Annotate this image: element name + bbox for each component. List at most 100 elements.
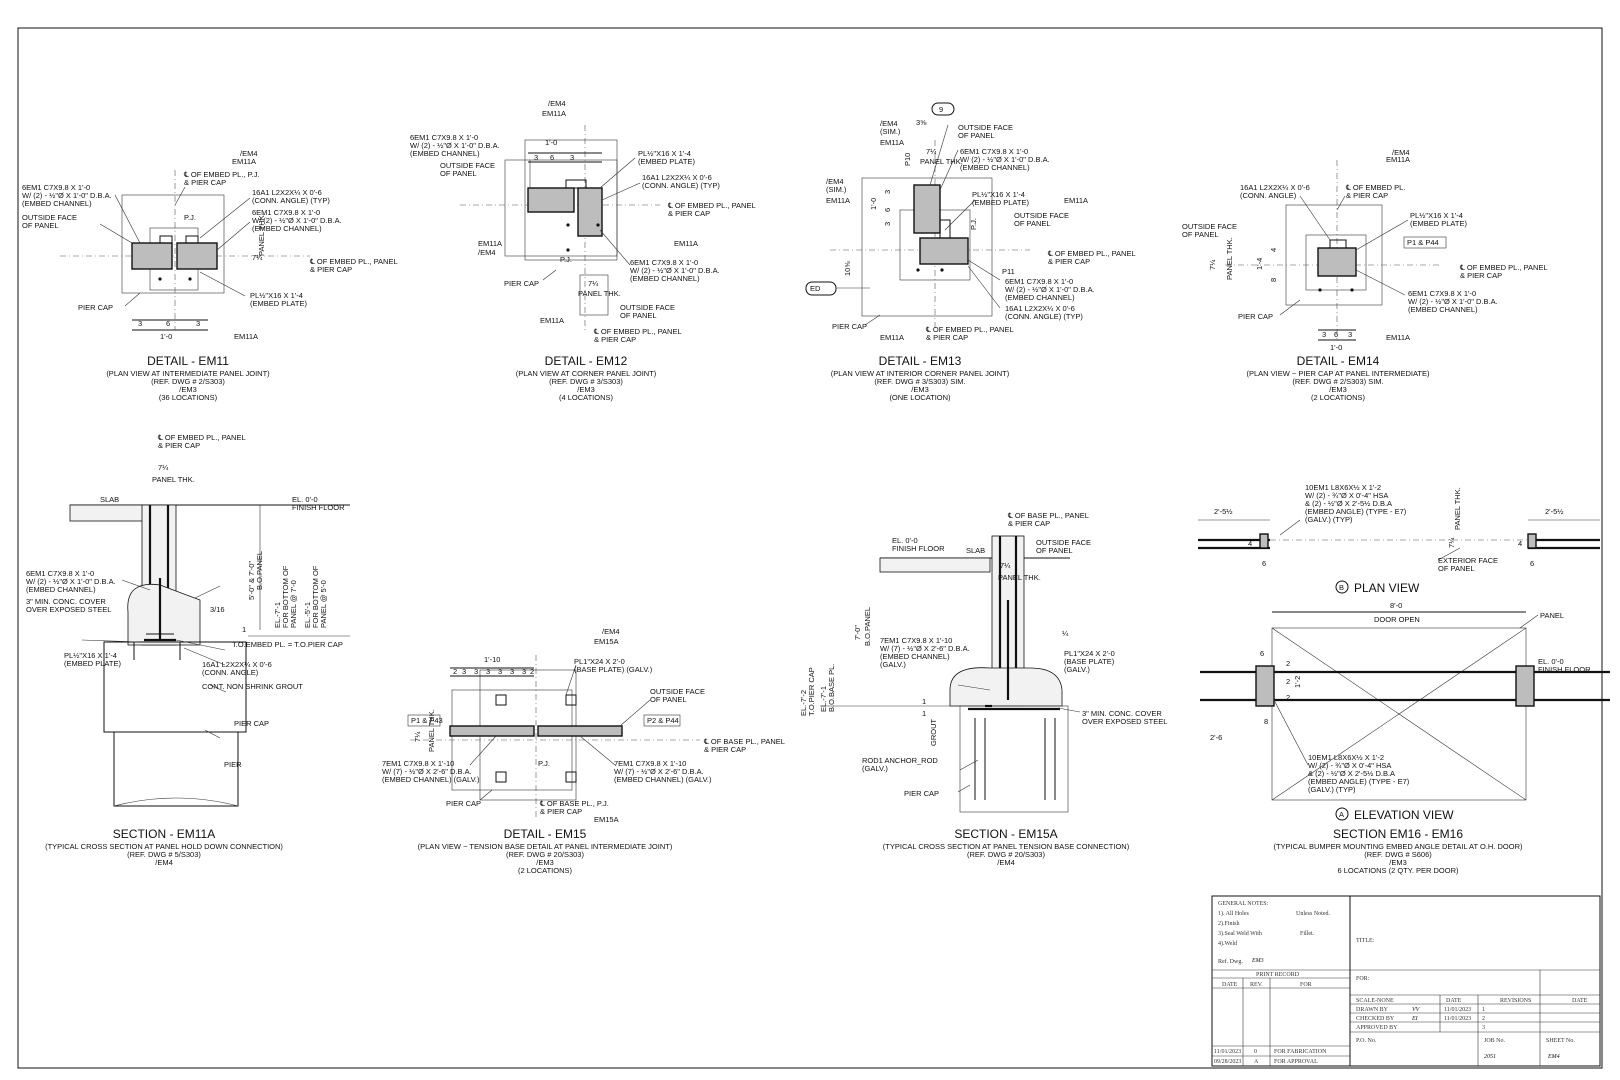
em11a-note: W/ (2) - ½"Ø X 1'-0" D.B.A. xyxy=(26,577,116,586)
em15a-note: W/ (7) - ½"Ø X 2'-6" D.B.A. xyxy=(880,644,970,653)
em12-note: PL½"X16 X 1'-4 xyxy=(638,149,691,158)
em16-subtitle: /EM3 xyxy=(1389,858,1407,867)
em15-note: 2 xyxy=(530,667,534,676)
tb-title-label: TITLE: xyxy=(1356,938,1375,944)
em16-note: 2 xyxy=(1286,677,1290,686)
tb-rev-num: 2 xyxy=(1482,1016,1485,1022)
em11a-note: 5'-0" & 7'-0" xyxy=(247,561,256,600)
em12-note: EM11A xyxy=(478,239,502,248)
em15-note: P2 & P44 xyxy=(647,716,679,725)
em15-note: ℄ OF BASE PL., P.J. xyxy=(539,799,609,808)
tb-row-rev: A xyxy=(1254,1059,1259,1065)
em16-note: 2 xyxy=(1286,693,1290,702)
tb-job-no: 2051 xyxy=(1484,1054,1496,1060)
em13-note: OF PANEL xyxy=(958,131,995,140)
em11a-note: (EMBED CHANNEL) xyxy=(26,585,96,594)
em14-note: W/ (2) - ½"Ø X 1'-0" D.B.A. xyxy=(1408,297,1498,306)
em11-note: 16A1 L2X2X¼ X 0'-6 xyxy=(252,188,322,197)
em15-note: 3 xyxy=(498,667,502,676)
em11a-note: PANEL @ 5'-0 xyxy=(319,580,328,628)
detail-em14-title: DETAIL - EM14 (PLAN VIEW ~ PIER CAP AT P… xyxy=(1246,354,1430,402)
em16-subtitle: (TYPICAL BUMPER MOUNTING EMBED ANGLE DET… xyxy=(1273,842,1523,851)
em15-note: 7EM1 C7X9.8 X 1'-10 xyxy=(614,759,686,768)
em15-note: P.J. xyxy=(538,759,550,768)
em14-note: OF PANEL xyxy=(1182,230,1219,239)
em11a-note: 16A1 L2X2X¼ X 0'-6 xyxy=(202,660,272,669)
em12-note: /EM4 xyxy=(478,248,496,257)
em11-note: 6 xyxy=(166,319,170,328)
em14-note: PL½"X16 X 1'-4 xyxy=(1410,211,1463,220)
em15a-note: B.O.BASE PL. xyxy=(827,664,836,712)
em11a-note: 6EM1 C7X9.8 X 1'-0 xyxy=(26,569,94,578)
em13-subtitle: (REF. DWG # 3/S303) SIM. xyxy=(874,377,965,386)
em11-note: ℄ OF EMBED PL., PANEL xyxy=(309,257,398,266)
em15-note: 2 xyxy=(453,667,457,676)
em14-subtitle: (REF. DWG # 2/S303) SIM. xyxy=(1292,377,1383,386)
em15-note: 1'-10 xyxy=(484,655,500,664)
em15-subtitle: (2 LOCATIONS) xyxy=(518,866,573,875)
tb-row-rev: 0 xyxy=(1254,1049,1257,1055)
em13-note: EM11A xyxy=(880,138,904,147)
detail-em12-title: DETAIL - EM12 (PLAN VIEW AT CORNER PANEL… xyxy=(516,354,657,402)
em11-note: 6EM1 C7X9.8 X 1'-0 xyxy=(252,208,320,217)
em12-subtitle: /EM3 xyxy=(577,385,595,394)
em16-note: 2 xyxy=(1286,659,1290,668)
em13-note: /EM4 xyxy=(880,119,898,128)
em16-note: 10EM1 L8X6X½ X 1'-2 xyxy=(1308,753,1384,762)
em15-note: (EMBED CHANNEL) (GALV.) xyxy=(382,775,480,784)
em15a-note: 7EM1 C7X9.8 X 1'-10 xyxy=(880,636,952,645)
em11a-note: 1 xyxy=(242,625,246,634)
em14-subtitle: (PLAN VIEW ~ PIER CAP AT PANEL INTERMEDI… xyxy=(1246,369,1430,378)
em12-note: OUTSIDE FACE xyxy=(620,303,675,312)
em16-note: DOOR OPEN xyxy=(1374,615,1420,624)
detail-em13: /EM4 (SIM.) EM11A /EM4 (SIM.) EM11A OUTS… xyxy=(805,102,1136,342)
em11a-note: PIER xyxy=(224,760,242,769)
tb-checked-date: 11/01/2023 xyxy=(1444,1016,1471,1022)
em11-note: (EMBED PLATE) xyxy=(250,299,307,308)
detail-em14: 16A1 L2X2X¼ X 0'-6 (CONN. ANGLE) ℄ OF EM… xyxy=(1182,148,1548,352)
em15-note: & PIER CAP xyxy=(540,807,582,816)
tb-date2-label: DATE xyxy=(1572,998,1588,1004)
em16-note: (GALV.) (TYP) xyxy=(1305,515,1353,524)
tb-for-label: FOR: xyxy=(1356,976,1370,982)
tb-note-3: 3).Seal Weld With xyxy=(1218,930,1262,937)
em11-note: W/ (2) - ½"Ø X 1'-0" D.B.A. xyxy=(252,216,342,225)
em12-note: /EM4 xyxy=(548,99,566,108)
em15a-note: & PIER CAP xyxy=(1008,519,1050,528)
em15a-note: ℄ OF BASE PL., PANEL xyxy=(1007,511,1089,520)
em11a-note: 3" MIN. CONC. COVER xyxy=(26,597,106,606)
em15-note: /EM4 xyxy=(602,627,620,636)
em11-note: 6EM1 C7X9.8 X 1'-0 xyxy=(22,183,90,192)
em11a-note: 3/16 xyxy=(210,605,225,614)
em11a-note: PL½"X16 X 1'-4 xyxy=(64,651,117,660)
section-em15a-title: SECTION - EM15A (TYPICAL CROSS SECTION A… xyxy=(883,827,1130,867)
em15-note: ℄ OF BASE PL., PANEL xyxy=(703,737,785,746)
tb-note-1: 1). All Holes xyxy=(1218,910,1249,917)
em15-note: EM15A xyxy=(594,815,619,824)
em11a-note: PANEL THK. xyxy=(152,475,195,484)
em12-subtitle: (4 LOCATIONS) xyxy=(559,393,614,402)
em15-subtitle: (REF. DWG # 20/S303) xyxy=(506,850,584,859)
em13-subtitle: (PLAN VIEW AT INTERIOR CORNER PANEL JOIN… xyxy=(831,369,1010,378)
tb-scale: SCALE-NONE xyxy=(1356,998,1394,1004)
em12-subtitle: (REF. DWG # 3/S303) xyxy=(549,377,623,386)
em15a-note: PL1"X24 X 2'-0 xyxy=(1064,649,1115,658)
em13-note: OF PANEL xyxy=(1014,219,1051,228)
em13-note: 9 xyxy=(939,105,943,114)
em15a-note: 1 xyxy=(922,709,926,718)
em11a-note: (EMBED PLATE) xyxy=(64,659,121,668)
em15a-note: (BASE PLATE) xyxy=(1064,657,1115,666)
em11-note: OUTSIDE FACE xyxy=(22,213,77,222)
em16-note: EXTERIOR FACE xyxy=(1438,556,1498,565)
tb-col-for: FOR xyxy=(1300,982,1312,988)
em11a-note: EL. 0'-0 xyxy=(292,495,318,504)
em16-note: (GALV.) (TYP) xyxy=(1308,785,1356,794)
em15a-note: OF PANEL xyxy=(1036,546,1073,555)
tb-sheet-no: EM4 xyxy=(1547,1053,1560,1060)
em12-note: 3 xyxy=(534,153,538,162)
em11a-note: 7¼ xyxy=(158,463,169,472)
em13-note: 7¼ xyxy=(926,147,937,156)
em11a-note: EL.-5'-1 xyxy=(303,602,312,628)
em13-note: W/ (2) - ½"Ø X 1'-0" D.B.A. xyxy=(1005,285,1095,294)
em12-note: PIER CAP xyxy=(504,279,539,288)
